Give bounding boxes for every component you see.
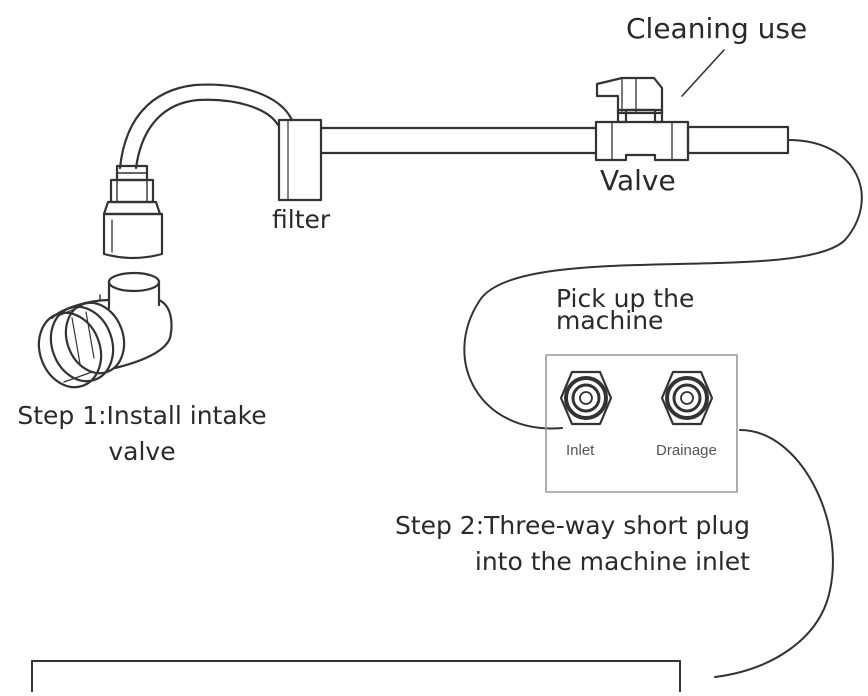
filter-cartridge-icon (277, 118, 323, 202)
bottom-box (31, 660, 681, 693)
drain-tube (714, 429, 834, 678)
step2-line2: into the machine inlet (474, 547, 750, 576)
bulkhead-fitting-icon (559, 370, 613, 426)
pipe (319, 126, 598, 155)
inlet-tube (463, 139, 863, 430)
pick-up-line2: machine (556, 306, 664, 335)
valve-label: Valve (600, 164, 676, 197)
step1-caption: Step 1:Install intake valve (8, 398, 276, 470)
filter-label: filter (272, 205, 331, 234)
hose-fitting-icon (102, 164, 164, 260)
hose-icon (118, 83, 294, 170)
machine-panel (545, 354, 738, 493)
three-way-valve-icon (594, 76, 690, 162)
step1-line2: valve (108, 437, 176, 466)
cleaning-use-leader (681, 49, 725, 97)
step1-line1: Step 1:Install intake (17, 401, 267, 430)
inlet-label: Inlet (566, 442, 595, 459)
pick-up-label: Pick up the machine (556, 284, 695, 335)
step2-line1: Step 2:Three-way short plug (394, 511, 750, 540)
bulkhead-fitting-icon (660, 370, 714, 426)
pick-up-line1: Pick up the (556, 284, 695, 313)
drainage-label: Drainage (656, 442, 717, 459)
outlet-pipe (686, 125, 790, 155)
step2-caption: Step 2:Three-way short plug into the mac… (370, 508, 750, 580)
angle-valve-icon (37, 271, 173, 389)
cleaning-use-label: Cleaning use (626, 12, 808, 45)
